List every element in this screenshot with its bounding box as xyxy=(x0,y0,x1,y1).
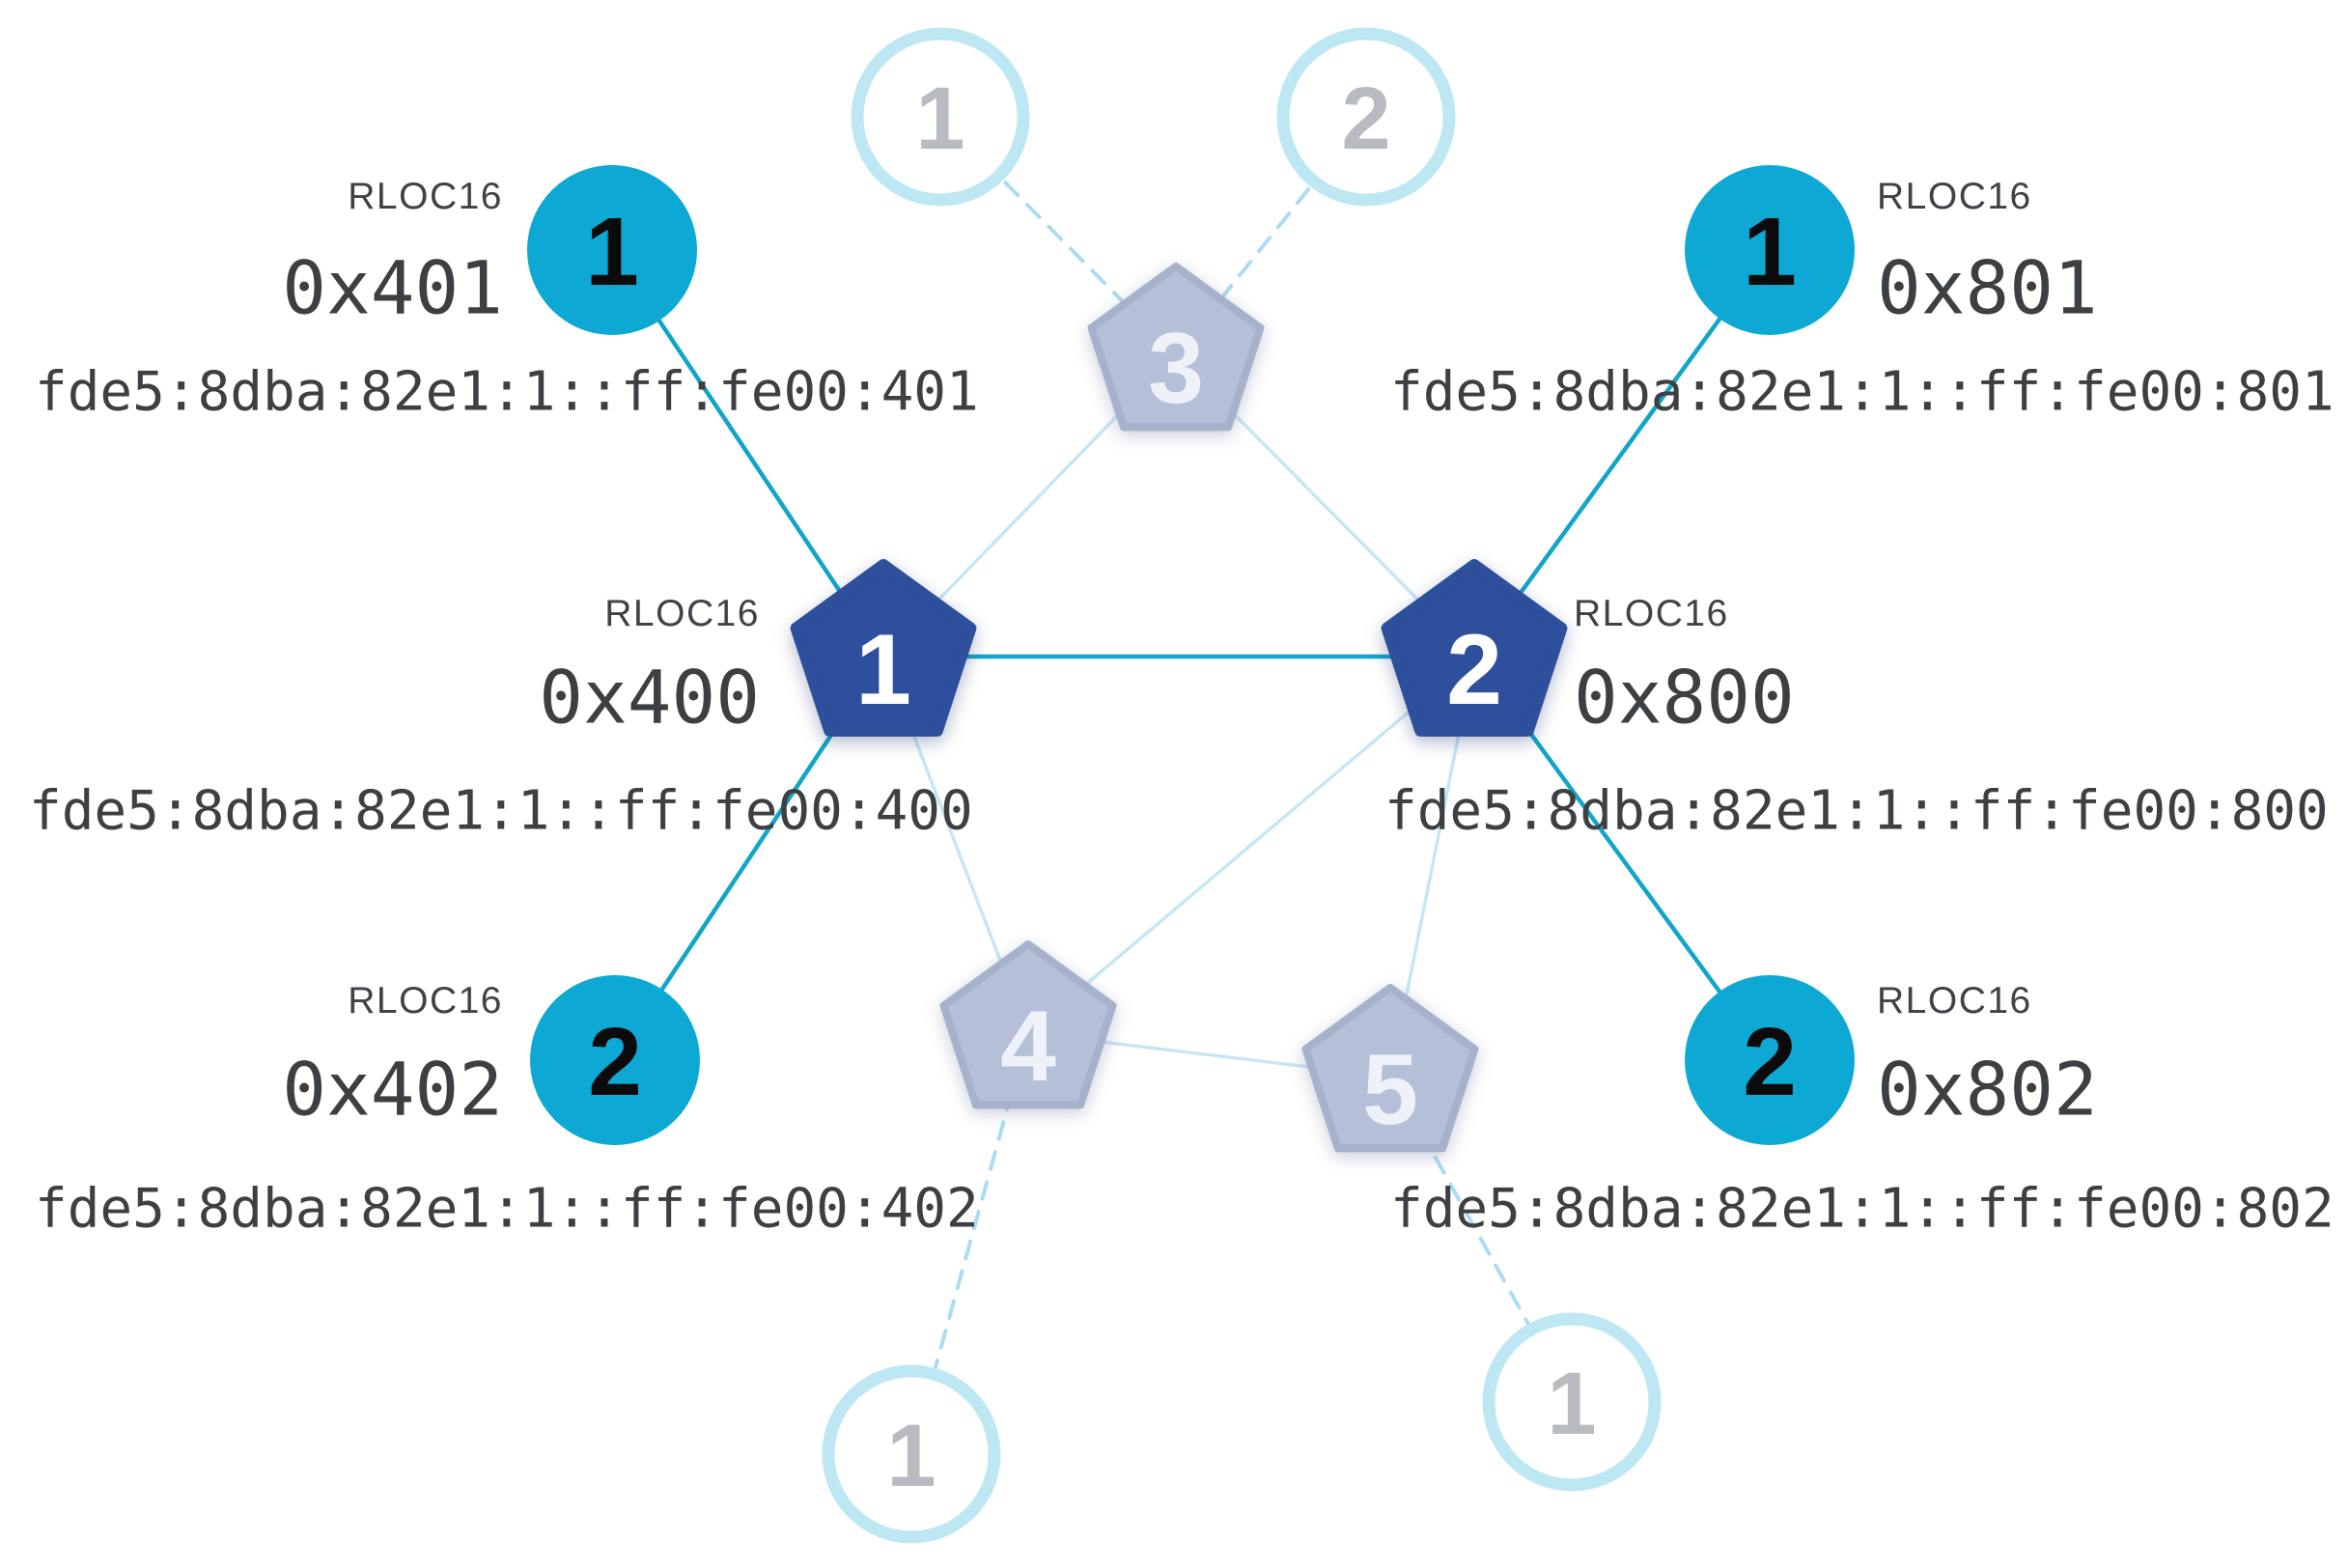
link-router-2-router-4 xyxy=(1026,655,1476,1035)
node-number: 1 xyxy=(886,1407,936,1505)
ipv6-address-router-1: fde5:8dba:82e1:1::ff:fe00:400 xyxy=(29,779,973,843)
router-pentagon-icon xyxy=(939,940,1117,1109)
end-device-circle-icon xyxy=(530,975,700,1145)
node-number: 1 xyxy=(1743,198,1797,306)
node-number: 5 xyxy=(1362,1034,1418,1146)
ipv6-address-router-2: fde5:8dba:82e1:1::ff:fe00:800 xyxy=(1384,779,2329,843)
end-device-circle-icon xyxy=(1482,1312,1662,1492)
node-number: 1 xyxy=(855,614,911,726)
router-1-node: 1 xyxy=(790,559,977,737)
child-top-1-node: 1 xyxy=(851,27,1030,207)
rloc16-value-bottom-left: 0x402 xyxy=(282,1046,503,1133)
child-801-node: 1 xyxy=(1685,165,1855,335)
rloc16-value-top-right: 0x801 xyxy=(1877,244,2098,331)
child-top-2-node: 2 xyxy=(1276,27,1456,207)
node-number: 2 xyxy=(1341,70,1390,168)
child-bottom-1-node: 1 xyxy=(822,1364,1001,1544)
ipv6-address-top-left: fde5:8dba:82e1:1::ff:fe00:401 xyxy=(35,360,979,424)
child-402-node: 2 xyxy=(530,975,700,1145)
router-pentagon-icon xyxy=(790,559,977,737)
rloc16-caption-bottom-left: RLOC16 xyxy=(348,980,503,1022)
end-device-circle-icon xyxy=(527,165,697,335)
node-number: 1 xyxy=(1547,1355,1596,1453)
node-number: 2 xyxy=(588,1008,642,1116)
ipv6-address-bottom-left: fde5:8dba:82e1:1::ff:fe00:402 xyxy=(35,1177,979,1241)
router-2-node: 2 xyxy=(1381,559,1568,737)
end-device-circle-icon xyxy=(851,27,1030,207)
rloc16-value-router-2: 0x800 xyxy=(1574,654,1795,741)
router-4-node: 4 xyxy=(939,940,1117,1109)
end-device-circle-icon xyxy=(1685,165,1855,335)
node-number: 2 xyxy=(1446,614,1502,726)
rloc16-caption-router-2: RLOC16 xyxy=(1574,593,1729,634)
child-802-node: 2 xyxy=(1685,975,1855,1145)
ipv6-address-top-right: fde5:8dba:82e1:1::ff:fe00:801 xyxy=(1390,360,2334,424)
nodes-layer: 1 2 3 4 5 1 2 1 2 1 2 1 1 xyxy=(527,27,1855,1544)
router-pentagon-icon xyxy=(1381,559,1568,737)
node-number: 1 xyxy=(915,70,964,168)
rloc16-value-bottom-right: 0x802 xyxy=(1877,1046,2098,1133)
end-device-circle-icon xyxy=(1276,27,1456,207)
router-5-node: 5 xyxy=(1301,984,1479,1153)
child-401-node: 1 xyxy=(527,165,697,335)
child-bottom-2-node: 1 xyxy=(1482,1312,1662,1492)
rloc16-caption-bottom-right: RLOC16 xyxy=(1877,980,2032,1022)
rloc16-value-top-left: 0x401 xyxy=(282,244,503,331)
rloc16-caption-top-right: RLOC16 xyxy=(1877,176,2032,217)
rloc16-caption-router-1: RLOC16 xyxy=(604,593,760,634)
end-device-circle-icon xyxy=(822,1364,1001,1544)
ipv6-address-bottom-right: fde5:8dba:82e1:1::ff:fe00:802 xyxy=(1390,1177,2334,1241)
node-number: 1 xyxy=(585,198,639,306)
rloc16-caption-top-left: RLOC16 xyxy=(348,176,503,217)
node-number: 4 xyxy=(1000,991,1056,1103)
rloc16-value-router-1: 0x400 xyxy=(539,654,760,741)
router-3-node: 3 xyxy=(1087,263,1265,432)
router-pentagon-icon xyxy=(1087,263,1265,432)
node-number: 3 xyxy=(1148,313,1204,425)
node-number: 2 xyxy=(1743,1008,1797,1116)
router-pentagon-icon xyxy=(1301,984,1479,1153)
end-device-circle-icon xyxy=(1685,975,1855,1145)
